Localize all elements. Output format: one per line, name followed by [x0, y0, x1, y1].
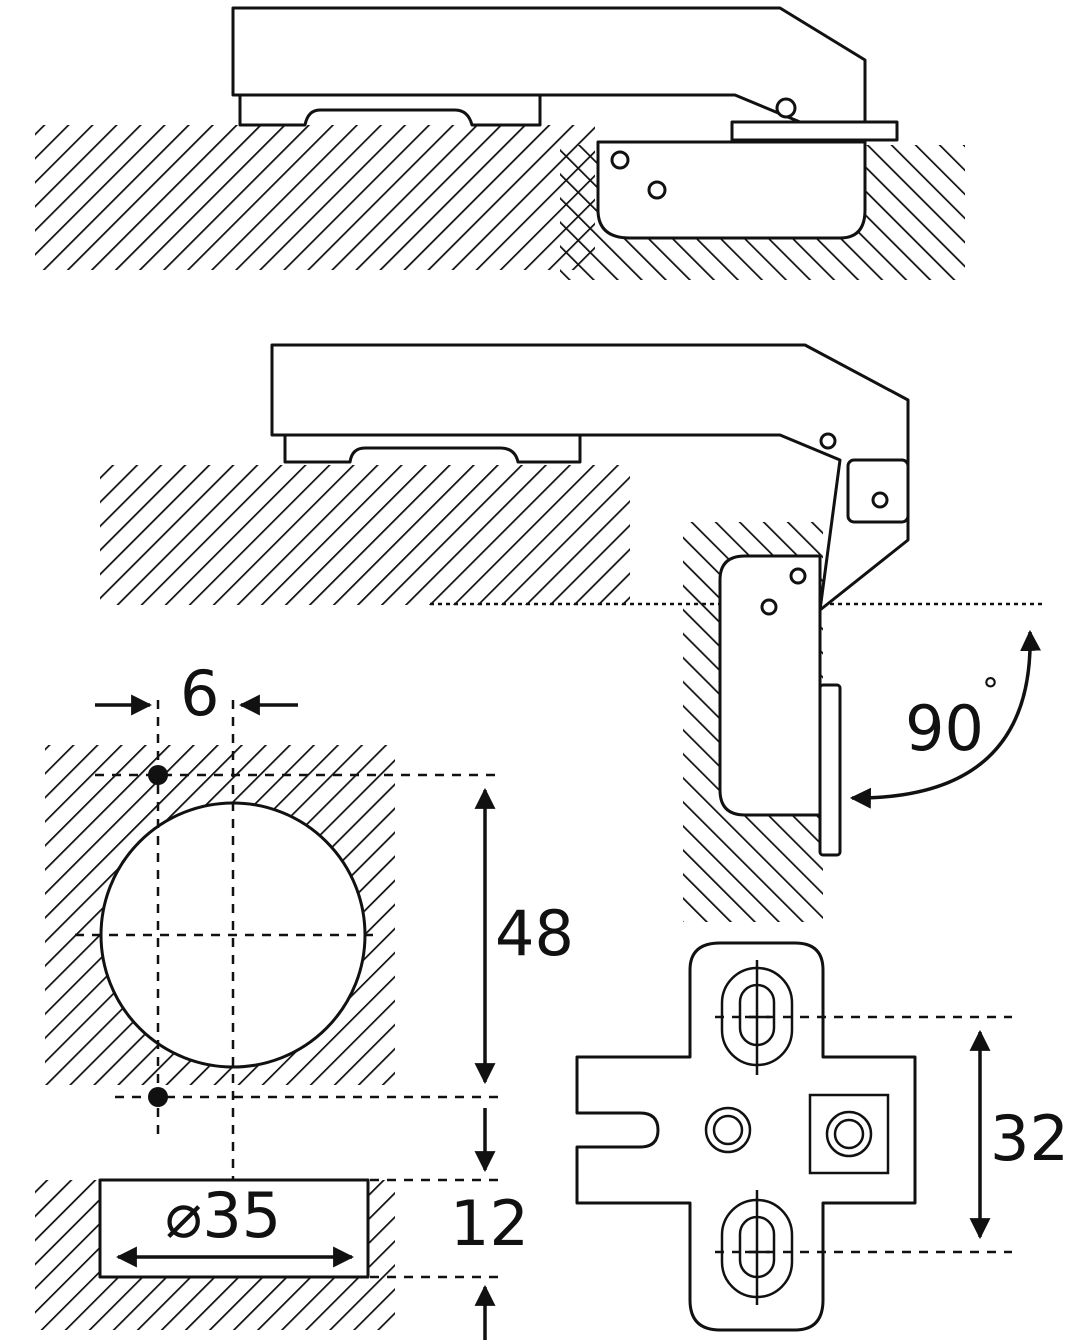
edge-distance-value: 12 — [450, 1187, 529, 1260]
mounting-plate-outline — [575, 941, 917, 1332]
screw-icon — [647, 180, 667, 200]
cup-diameter-value: 35 — [202, 1179, 281, 1252]
mounting-plate-view: 32 — [575, 941, 1069, 1332]
door-panel-hatching — [35, 125, 595, 270]
cup-diameter-label: ⌀35 — [165, 1179, 281, 1252]
degree-symbol: ° — [982, 671, 999, 711]
screw-icon — [789, 567, 807, 585]
hinge-closed-view — [35, 6, 965, 280]
hinge-link — [846, 458, 910, 524]
mounting-plate — [818, 683, 842, 857]
hole-spacing-value: 48 — [495, 897, 574, 970]
mounting-plate — [730, 120, 899, 142]
screw-hole-marker — [148, 1087, 168, 1107]
hinge-open-view: 90 ° — [100, 343, 1045, 922]
screw-icon — [712, 1114, 744, 1146]
cabinet-block — [718, 554, 822, 817]
cabinet-block — [596, 140, 867, 240]
hinge-cup — [283, 433, 582, 464]
screw-icon — [825, 1110, 873, 1158]
screw-icon — [760, 598, 778, 616]
screw-hole-marker — [148, 765, 168, 785]
diameter-symbol: ⌀ — [165, 1179, 202, 1252]
hinge-cup — [238, 93, 542, 127]
drilling-pattern-view: 6 48 12 ⌀35 — [35, 657, 574, 1340]
screw-icon — [819, 432, 837, 450]
plate-spacing-value: 32 — [990, 1102, 1069, 1175]
screw-icon — [704, 1106, 752, 1154]
screw-icon — [871, 491, 889, 509]
opening-angle-arrow — [849, 629, 1042, 809]
screw-seat — [808, 1093, 890, 1175]
opening-angle-value: 90 — [905, 692, 984, 765]
door-panel-hatching — [100, 465, 630, 605]
screw-icon — [833, 1118, 865, 1150]
screw-icon — [775, 97, 797, 119]
offset-value: 6 — [180, 657, 219, 730]
screw-icon — [610, 150, 630, 170]
